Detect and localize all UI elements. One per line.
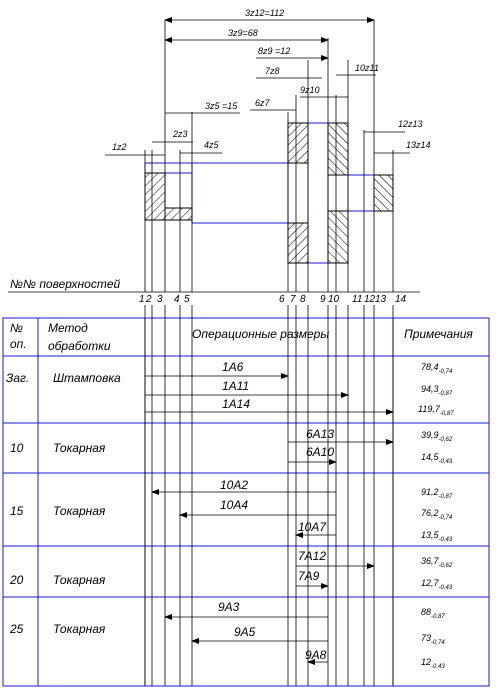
table-row: 25 Токарная 9A3 9A5 9A8 88-0,87 73-0,74 … bbox=[9, 600, 445, 670]
dim-label-6z7: 6z7 bbox=[255, 98, 271, 108]
dim-label-8z9: 8z9 =12 bbox=[258, 46, 290, 56]
table-header: № оп. Метод обработки Операционные разме… bbox=[10, 321, 473, 353]
section-hatching bbox=[144, 122, 394, 264]
header-method-line2: обработки bbox=[48, 339, 111, 353]
surface-numbers: 1 2 3 4 5 6 7 8 9 10 11 12 13 14 bbox=[139, 294, 407, 305]
row-op: 10 bbox=[10, 441, 24, 455]
row-op: 20 bbox=[9, 573, 24, 587]
size-label: 10A7 bbox=[298, 520, 327, 534]
size-label: 1A6 bbox=[222, 360, 244, 374]
row-method: Токарная bbox=[53, 622, 106, 636]
surface-number: 11 bbox=[352, 294, 362, 305]
top-dimension-labels: 3z12=112 3z9=68 8z9 =12 7z8 10z11 9z10 6… bbox=[112, 8, 431, 152]
header-op-line2: оп. bbox=[10, 337, 27, 351]
size-label: 9A5 bbox=[234, 625, 256, 639]
surface-number: 6 bbox=[279, 294, 285, 305]
size-label: 9A8 bbox=[305, 648, 327, 662]
note-value: 88-0,87 bbox=[421, 607, 445, 620]
table-row: 10 Токарная 6A13 6A10 39,9-0,62 14,5-0,4… bbox=[10, 427, 453, 465]
surfaces-title: №№ поверхностей bbox=[10, 277, 121, 291]
size-label: 7A12 bbox=[298, 549, 326, 563]
surface-number: 3 bbox=[157, 294, 163, 305]
table-row: 20 Токарная 7A12 7A9 36,7-0,62 12,7-0,43 bbox=[9, 549, 453, 591]
dim-label-9z10: 9z10 bbox=[300, 85, 320, 95]
header-notes: Примечания bbox=[404, 327, 473, 341]
part-outline bbox=[144, 122, 394, 264]
header-sizes: Операционные размеры bbox=[192, 327, 329, 341]
surface-number: 2 bbox=[145, 294, 152, 305]
size-label: 10A4 bbox=[220, 498, 248, 512]
surface-number: 12 bbox=[364, 294, 376, 305]
dim-label-12z13: 12z13 bbox=[398, 119, 423, 129]
surface-number: 7 bbox=[290, 294, 296, 305]
size-label: 6A10 bbox=[306, 445, 334, 459]
note-value: 39,9-0,62 bbox=[421, 430, 453, 443]
surface-number: 10 bbox=[328, 294, 340, 305]
table-row: 15 Токарная 10A2 10A4 10A7 91,2-0,87 76,… bbox=[10, 478, 453, 543]
table-row: Заг. Штамповка 1A6 1A11 1A14 78,4-0,74 9… bbox=[6, 360, 454, 417]
dim-label-3z9: 3z9=68 bbox=[228, 28, 258, 38]
note-value: 91,2-0,87 bbox=[421, 487, 453, 500]
size-label: 7A9 bbox=[298, 569, 320, 583]
note-value: 76,2-0,74 bbox=[421, 508, 453, 521]
dim-label-1z2: 1z2 bbox=[112, 142, 127, 152]
row-method: Токарная bbox=[53, 441, 106, 455]
dim-label-13z14: 13z14 bbox=[406, 140, 431, 150]
row-op: Заг. bbox=[6, 371, 29, 385]
size-label: 1A14 bbox=[222, 397, 250, 411]
row-method: Токарная bbox=[53, 504, 106, 518]
row-method: Токарная bbox=[53, 573, 106, 587]
dim-label-3z12: 3z12=112 bbox=[245, 8, 284, 18]
note-value: 12-0,43 bbox=[421, 657, 445, 670]
top-dimension-chain bbox=[105, 17, 410, 156]
note-value: 12,7-0,43 bbox=[421, 578, 453, 591]
dim-label-2z3: 2z3 bbox=[172, 129, 188, 139]
surface-number: 8 bbox=[300, 294, 306, 305]
surface-number: 14 bbox=[395, 294, 407, 305]
surface-number: 13 bbox=[375, 294, 387, 305]
size-label: 1A11 bbox=[222, 379, 249, 393]
surface-extension-lines bbox=[144, 20, 394, 292]
size-label: 10A2 bbox=[220, 478, 248, 492]
row-op: 25 bbox=[9, 622, 24, 636]
note-value: 119,7-0,87 bbox=[418, 404, 454, 417]
row-op: 15 bbox=[10, 504, 24, 518]
row-method: Штамповка bbox=[53, 371, 121, 385]
note-value: 94,3-0,87 bbox=[421, 384, 453, 397]
size-label: 6A13 bbox=[306, 427, 334, 441]
note-value: 14,5-0,43 bbox=[421, 452, 453, 465]
dim-label-4z5: 4z5 bbox=[204, 140, 220, 150]
table-surface-lines bbox=[144, 305, 394, 686]
note-value: 13,5-0,43 bbox=[421, 530, 453, 543]
dim-label-7z8: 7z8 bbox=[265, 66, 280, 76]
surface-number: 4 bbox=[174, 294, 180, 305]
surface-number: 9 bbox=[320, 294, 326, 305]
header-op-line1: № bbox=[10, 321, 23, 335]
note-value: 36,7-0,62 bbox=[421, 556, 453, 569]
surface-number: 5 bbox=[184, 294, 190, 305]
dim-label-3z5: 3z5 =15 bbox=[205, 101, 238, 111]
dim-label-10z11: 10z11 bbox=[355, 63, 379, 73]
header-method-line1: Метод bbox=[48, 321, 88, 335]
size-label: 9A3 bbox=[218, 600, 240, 614]
note-value: 78,4-0,74 bbox=[421, 362, 453, 375]
surface-number: 1 bbox=[139, 294, 145, 305]
note-value: 73-0,74 bbox=[421, 633, 445, 646]
